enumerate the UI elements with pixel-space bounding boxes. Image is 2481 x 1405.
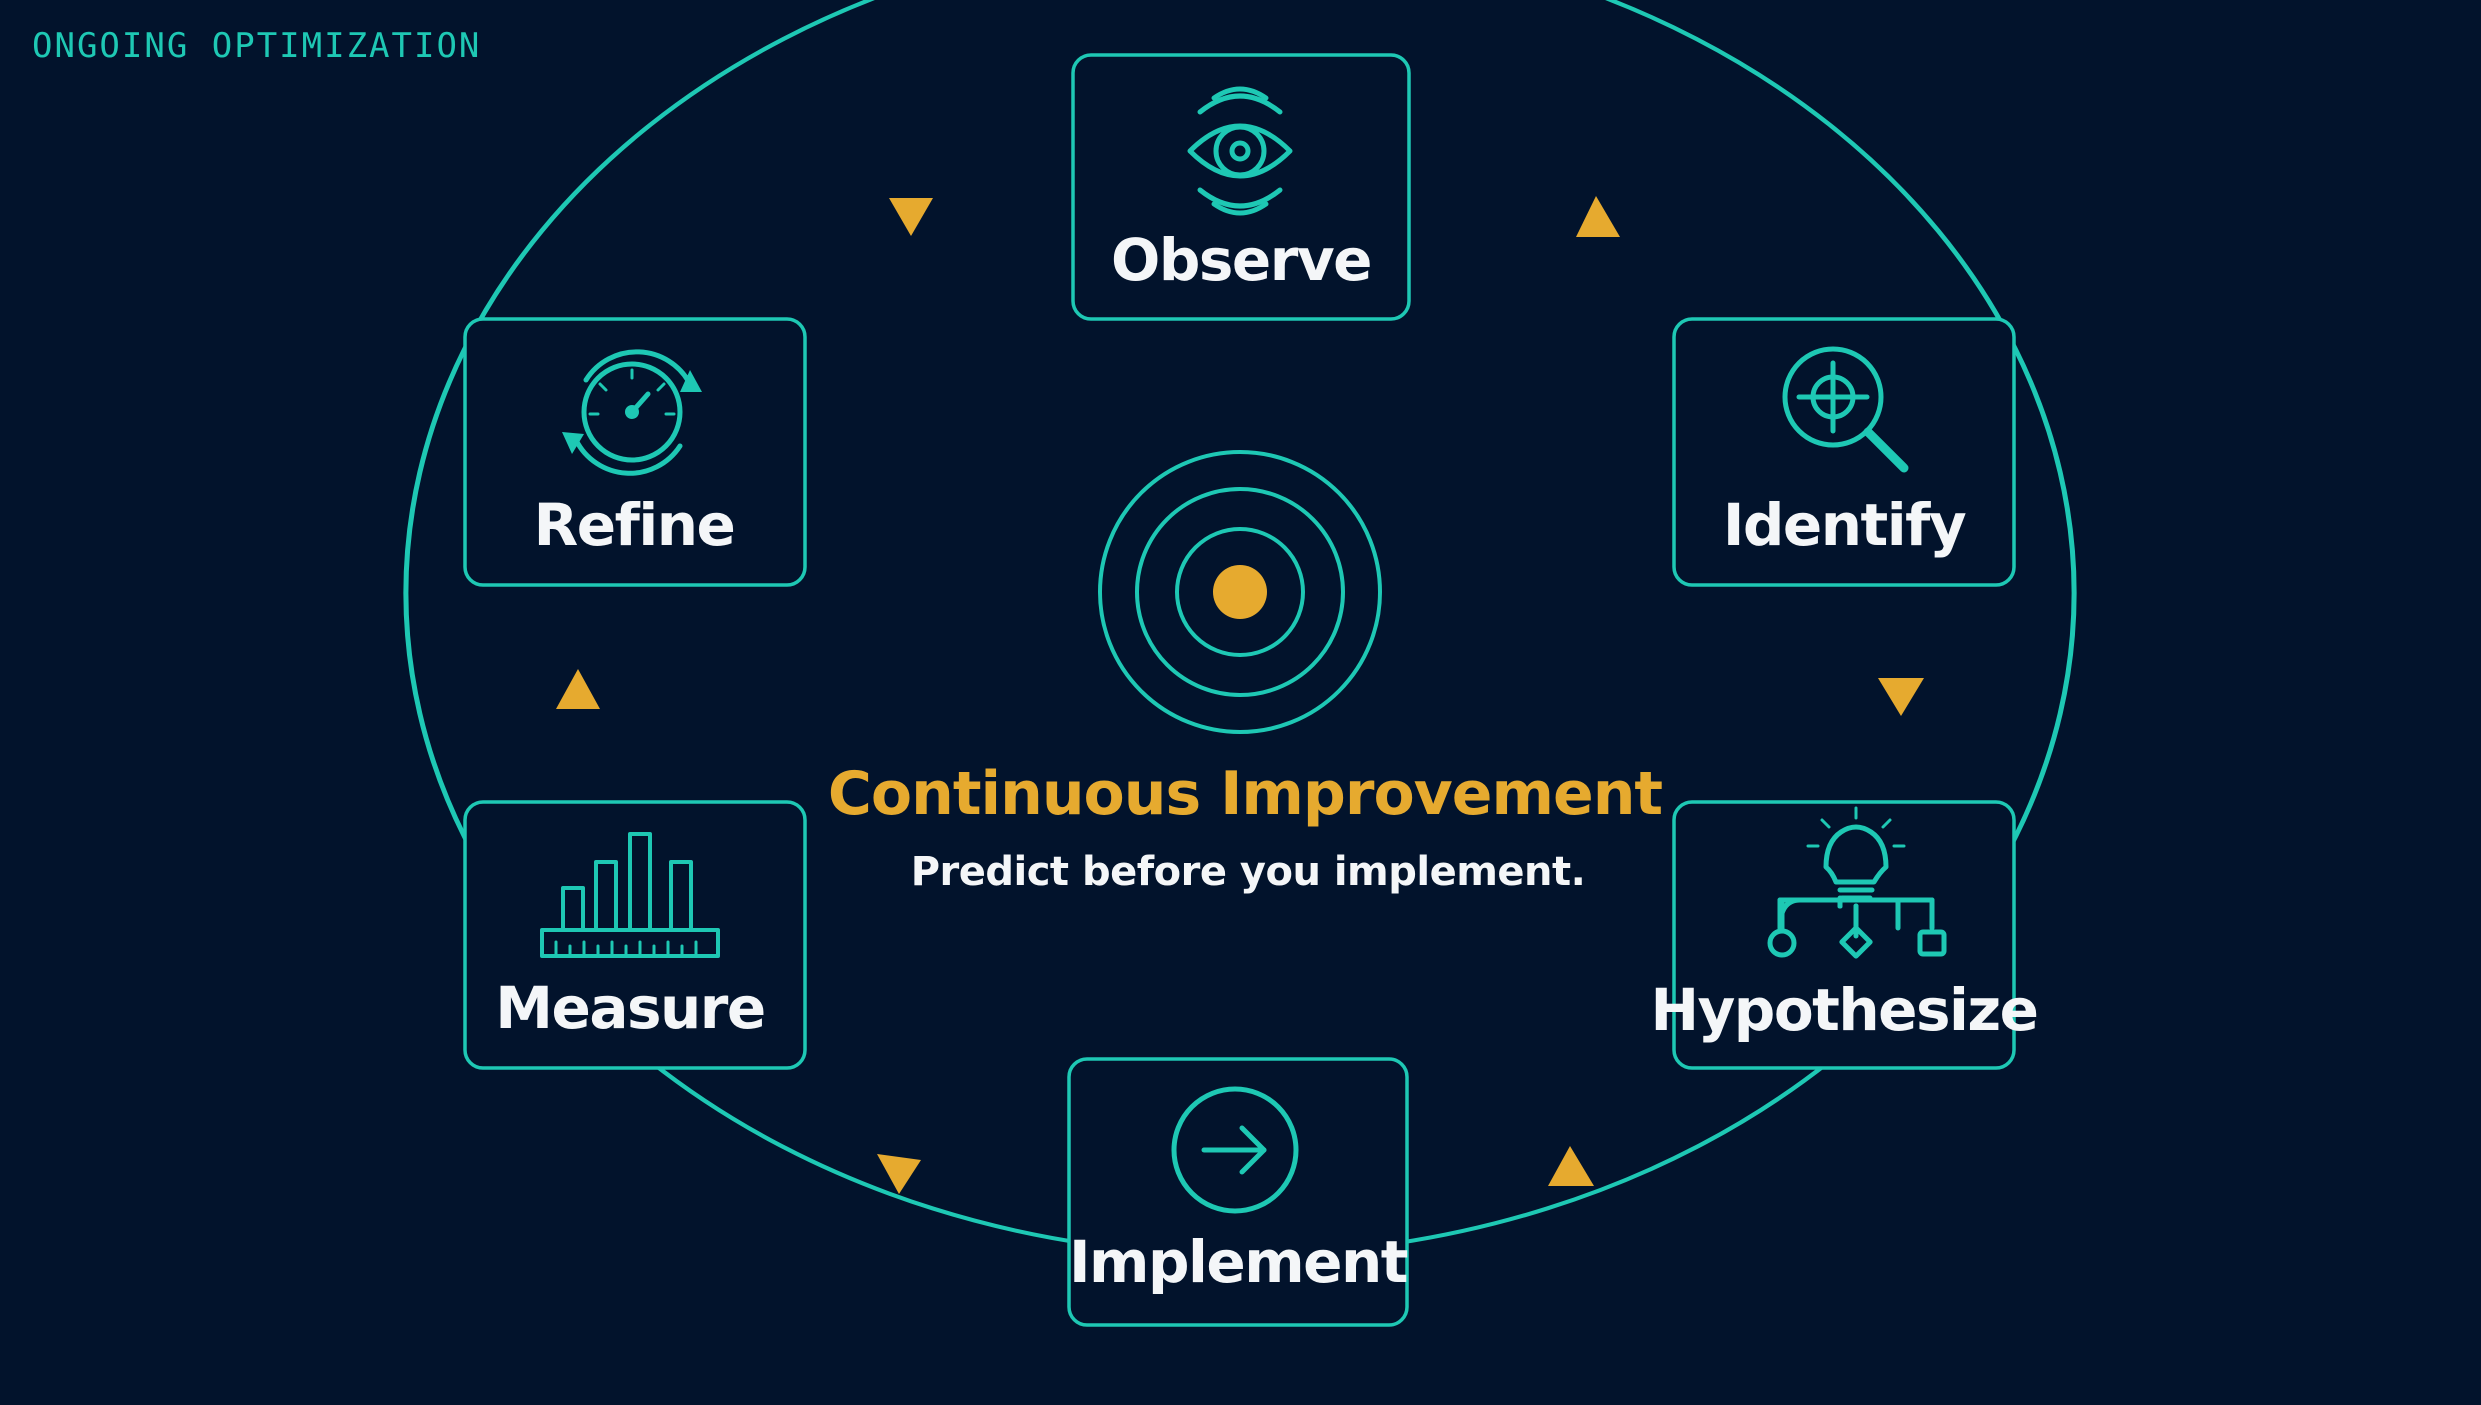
magnifier-crosshair-icon <box>1782 346 1909 473</box>
target-icon <box>1098 450 1382 734</box>
step-label-observe: Observe <box>1111 226 1371 294</box>
lightbulb-branch-icon <box>1767 806 1947 959</box>
arrow-right-circle-icon <box>1171 1086 1299 1214</box>
step-label-refine: Refine <box>534 491 735 559</box>
step-implement[interactable]: Implement <box>1067 1057 1409 1327</box>
step-measure[interactable]: Measure <box>463 800 807 1070</box>
arrow-observe-identify <box>1576 196 1620 237</box>
step-hypothesize[interactable]: Hypothesize <box>1650 800 2039 1070</box>
cycle-arrows <box>556 196 1924 1194</box>
arrow-identify-hypothesize <box>1878 678 1924 716</box>
step-label-implement: Implement <box>1069 1228 1408 1296</box>
gauge-refresh-icon <box>562 349 702 476</box>
step-label-measure: Measure <box>495 974 764 1042</box>
arrow-refine-observe <box>889 198 933 236</box>
ruler-ticks <box>554 940 698 958</box>
arrow-measure-refine <box>556 669 600 709</box>
arrow-hypothesize-implement <box>1548 1146 1594 1186</box>
eyebrow-label: ONGOING OPTIMIZATION <box>32 26 482 66</box>
step-observe[interactable]: Observe <box>1071 53 1411 321</box>
center-subtitle: Predict before you implement. <box>911 849 1586 895</box>
arrow-implement-measure <box>877 1154 921 1194</box>
bar-chart-icon <box>540 832 720 958</box>
step-label-hypothesize: Hypothesize <box>1650 976 2037 1044</box>
eye-icon <box>1187 86 1293 216</box>
step-label-identify: Identify <box>1723 491 1966 559</box>
step-refine[interactable]: Refine <box>463 317 807 587</box>
step-identify[interactable]: Identify <box>1672 317 2016 587</box>
center-title: Continuous Improvement <box>828 759 1663 829</box>
